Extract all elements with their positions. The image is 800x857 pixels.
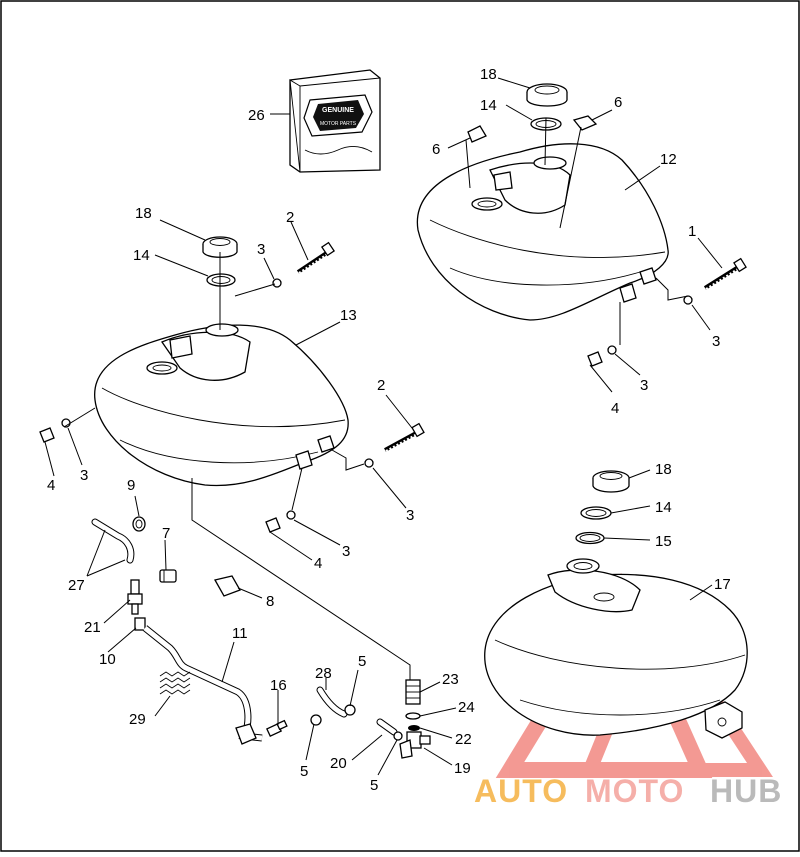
callout-15: 15 xyxy=(655,533,672,550)
callout-24: 24 xyxy=(458,699,475,716)
part-13-tank-middle xyxy=(94,323,349,487)
watermark-word-hub: HUB xyxy=(710,773,782,809)
part-19-petcock xyxy=(399,731,431,759)
callout-3: 3 xyxy=(342,543,350,560)
package-bottom-text: MOTOR PARTS xyxy=(320,121,357,127)
part-4-nut-c4a xyxy=(587,351,603,367)
callout-10: 10 xyxy=(99,651,116,668)
part-28-hose xyxy=(316,686,348,718)
callout-13: 13 xyxy=(340,307,357,324)
callout-23: 23 xyxy=(442,671,459,688)
callout-2: 2 xyxy=(286,209,294,226)
part-5-clamp-c5a xyxy=(344,704,356,716)
callout-9: 9 xyxy=(127,477,135,494)
part-16-fitting xyxy=(266,719,288,738)
callout-1: 1 xyxy=(688,223,696,240)
callout-6: 6 xyxy=(614,94,622,111)
part-26-package: GENUINE MOTOR PARTS xyxy=(289,69,381,173)
part-14-gasket-lower xyxy=(580,506,612,520)
callout-12: 12 xyxy=(660,151,677,168)
callout-4: 4 xyxy=(47,477,55,494)
part-8-clip xyxy=(214,575,241,597)
callout-6: 6 xyxy=(432,141,440,158)
callout-8: 8 xyxy=(266,593,274,610)
callout-5: 5 xyxy=(300,763,308,780)
part-20-hose xyxy=(376,718,398,736)
part-27-hoses xyxy=(91,518,135,564)
callout-2: 2 xyxy=(377,377,385,394)
callout-21: 21 xyxy=(84,619,101,636)
callout-7: 7 xyxy=(162,525,170,542)
part-7-clip xyxy=(159,569,177,583)
callout-17: 17 xyxy=(714,576,731,593)
callout-18: 18 xyxy=(480,66,497,83)
part-3-washer-c3a xyxy=(683,295,693,305)
callout-19: 19 xyxy=(454,760,471,777)
part-29-spring xyxy=(159,671,191,695)
watermark-word-auto: AUTO xyxy=(474,773,568,809)
part-1-bolt xyxy=(703,257,747,290)
part-11-fuel-line xyxy=(142,625,263,745)
part-14-gasket-middle xyxy=(206,273,236,287)
callout-14: 14 xyxy=(133,247,150,264)
part-23-filter xyxy=(405,679,421,705)
part-5-clamp-c5b xyxy=(393,731,403,741)
part-9-clamp xyxy=(132,516,146,532)
callout-3: 3 xyxy=(257,241,265,258)
callout-3: 3 xyxy=(640,377,648,394)
callout-3: 3 xyxy=(712,333,720,350)
part-18-cap-lower xyxy=(592,470,630,493)
part-4-nut-c4b xyxy=(39,427,55,443)
callout-5: 5 xyxy=(358,653,366,670)
part-21-fitting xyxy=(127,579,143,615)
part-24-washer xyxy=(405,712,421,720)
watermark-word-moto: MOTO xyxy=(585,773,684,809)
callout-28: 28 xyxy=(315,665,332,682)
part-18-cap-upper xyxy=(526,83,568,107)
callout-26: 26 xyxy=(248,107,265,124)
part-6-pad-right xyxy=(572,115,598,131)
part-12-tank-upper xyxy=(416,143,669,321)
part-2-bolt-right xyxy=(384,422,425,452)
part-15-oring xyxy=(575,531,605,545)
part-2-bolt-top xyxy=(296,241,336,274)
callout-22: 22 xyxy=(455,731,472,748)
callout-29: 29 xyxy=(129,711,146,728)
leader-lines xyxy=(44,77,723,776)
callout-14: 14 xyxy=(480,97,497,114)
callout-14: 14 xyxy=(655,499,672,516)
callout-4: 4 xyxy=(611,400,619,417)
callout-labels: 26 18 14 6 6 12 1 3 3 4 18 14 2 3 13 2 4… xyxy=(47,66,731,794)
callout-3: 3 xyxy=(406,507,414,524)
callout-5: 5 xyxy=(370,777,378,794)
callout-18: 18 xyxy=(135,205,152,222)
part-3-washer-c3f xyxy=(286,510,296,520)
callout-3: 3 xyxy=(80,467,88,484)
part-10-fitting xyxy=(134,617,146,631)
part-3-washer-c3e xyxy=(364,458,374,468)
callout-16: 16 xyxy=(270,677,287,694)
part-17-tank-lower xyxy=(484,558,748,739)
package-top-text: GENUINE xyxy=(322,107,354,114)
callout-11: 11 xyxy=(232,625,248,642)
callout-27: 27 xyxy=(68,577,85,594)
part-3-washer-c3b xyxy=(607,345,617,355)
callout-4: 4 xyxy=(314,555,322,572)
part-18-cap-middle xyxy=(202,236,238,258)
watermark-text: AUTO MOTO HUB xyxy=(474,773,782,809)
part-3-washer-c3c xyxy=(272,278,282,288)
callout-20: 20 xyxy=(330,755,347,772)
part-4-nut-c4c xyxy=(265,517,281,533)
part-5-clamp-c5c xyxy=(310,714,322,726)
part-6-pad-left xyxy=(467,125,487,143)
part-22-oring xyxy=(408,725,420,731)
callout-18: 18 xyxy=(655,461,672,478)
